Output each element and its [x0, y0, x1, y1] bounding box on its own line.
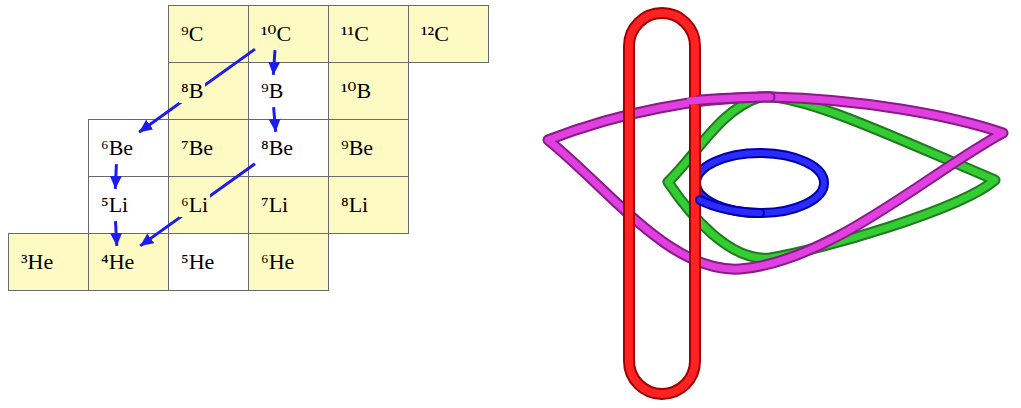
blue-loop	[696, 153, 824, 213]
nuclide-label: ⁶Be	[99, 136, 135, 160]
magenta-loop-core	[548, 97, 1003, 269]
nuclide-label: ¹⁰C	[259, 22, 293, 46]
nuclide-label: ⁵He	[179, 250, 216, 274]
blue-loop-core	[696, 153, 824, 213]
blue-loop-front	[700, 200, 760, 213]
blue-loop-front-core	[700, 200, 760, 213]
nuclide-cell: ⁵Li	[88, 176, 169, 234]
nuclide-cell: ⁹C	[168, 5, 249, 63]
nuclide-cell: ⁸Be	[248, 119, 329, 177]
nuclide-label: ⁴He	[99, 250, 136, 274]
nuclide-label: ¹¹C	[339, 22, 371, 46]
nuclide-label: ¹²C	[419, 22, 451, 46]
nuclide-cell: ¹⁰B	[328, 62, 409, 120]
nuclide-label: ⁹Be	[339, 136, 375, 160]
nuclide-label: ⁶He	[259, 250, 296, 274]
nuclide-label: ⁸Li	[339, 193, 370, 217]
nuclide-cell: ¹¹C	[328, 5, 409, 63]
nuclide-label: ³He	[19, 250, 55, 274]
nuclide-cell: ⁶Be	[88, 119, 169, 177]
magenta-loop-front-core	[690, 97, 770, 101]
nuclide-cell: ⁶He	[248, 233, 329, 291]
red-loop	[629, 13, 695, 394]
nuclide-cell: ⁸B	[168, 62, 249, 120]
nuclide-label: ⁷Li	[259, 193, 290, 217]
nuclide-cell: ¹⁰C	[248, 5, 329, 63]
nuclide-label: ⁸B	[179, 79, 205, 103]
nuclide-label: ⁸Be	[259, 136, 295, 160]
red-loop-core	[629, 13, 695, 394]
nuclide-label: ⁹C	[179, 22, 205, 46]
nuclide-cell: ³He	[8, 233, 89, 291]
nuclide-cell: ⁵He	[168, 233, 249, 291]
nuclide-cell: ⁸Li	[328, 176, 409, 234]
nuclide-label: ⁹B	[259, 79, 285, 103]
nuclide-label: ⁷Be	[179, 136, 215, 160]
nuclide-cell: ⁶Li	[168, 176, 249, 234]
nuclide-cell: ⁷Be	[168, 119, 249, 177]
nuclide-label: ⁶Li	[179, 193, 210, 217]
nuclide-label: ⁵Li	[99, 193, 130, 217]
nuclide-cell: ¹²C	[408, 5, 489, 63]
nuclide-cell: ⁴He	[88, 233, 169, 291]
magenta-loop	[548, 97, 1003, 269]
nuclide-cell: ⁷Li	[248, 176, 329, 234]
nuclide-cell: ⁹Be	[328, 119, 409, 177]
nuclide-cell: ⁹B	[248, 62, 329, 120]
nuclide-label: ¹⁰B	[339, 79, 373, 103]
